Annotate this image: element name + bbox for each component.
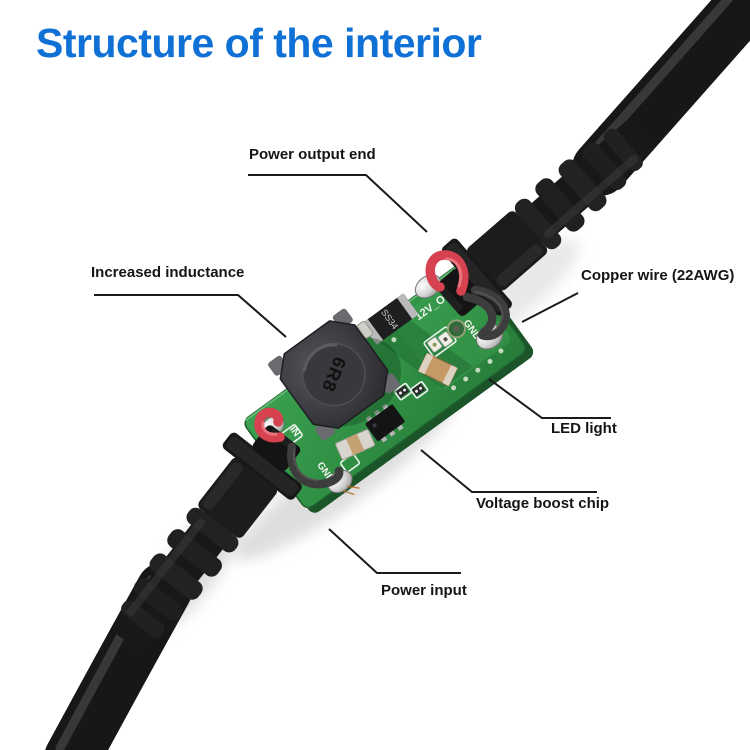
smd-resistors xyxy=(395,383,426,398)
inductor: 6R8 xyxy=(268,308,400,441)
label-power-input: Power input xyxy=(381,582,467,599)
copper-wire-output-a xyxy=(462,292,497,337)
page-title: Structure of the interior xyxy=(36,20,482,66)
leader-lines xyxy=(94,174,611,574)
red-wire-input-sheen xyxy=(261,421,278,436)
copper-wire-sheen xyxy=(475,291,504,330)
copper-strands xyxy=(342,485,360,496)
capacitor-silver xyxy=(335,429,376,460)
output-connector xyxy=(418,108,665,337)
leader-increased-inductance xyxy=(94,294,287,338)
label-led-light: LED light xyxy=(551,420,617,437)
copper-wire-input xyxy=(287,442,344,489)
label-power-output-end: Power output end xyxy=(249,146,376,163)
label-copper-wire: Copper wire (22AWG) xyxy=(581,267,735,284)
leader-copper-wire xyxy=(521,292,579,323)
red-wire-output-sheen xyxy=(445,257,463,288)
boost-chip xyxy=(365,403,405,443)
label-increased-inductance: Increased inductance xyxy=(91,264,245,281)
leader-voltage-boost-chip xyxy=(420,449,597,493)
capacitor-tan xyxy=(418,353,458,386)
led xyxy=(427,331,453,353)
copper-wire-output-b xyxy=(470,285,510,341)
leader-power-output-end xyxy=(248,174,428,233)
red-wire-output xyxy=(425,250,469,296)
mounting-hole xyxy=(446,319,466,339)
red-wire-input xyxy=(254,407,285,443)
label-voltage-boost-chip: Voltage boost chip xyxy=(476,495,610,512)
leader-led-light xyxy=(488,378,611,419)
leader-power-input xyxy=(328,528,461,574)
copper-wire-input-sheen xyxy=(292,449,319,481)
